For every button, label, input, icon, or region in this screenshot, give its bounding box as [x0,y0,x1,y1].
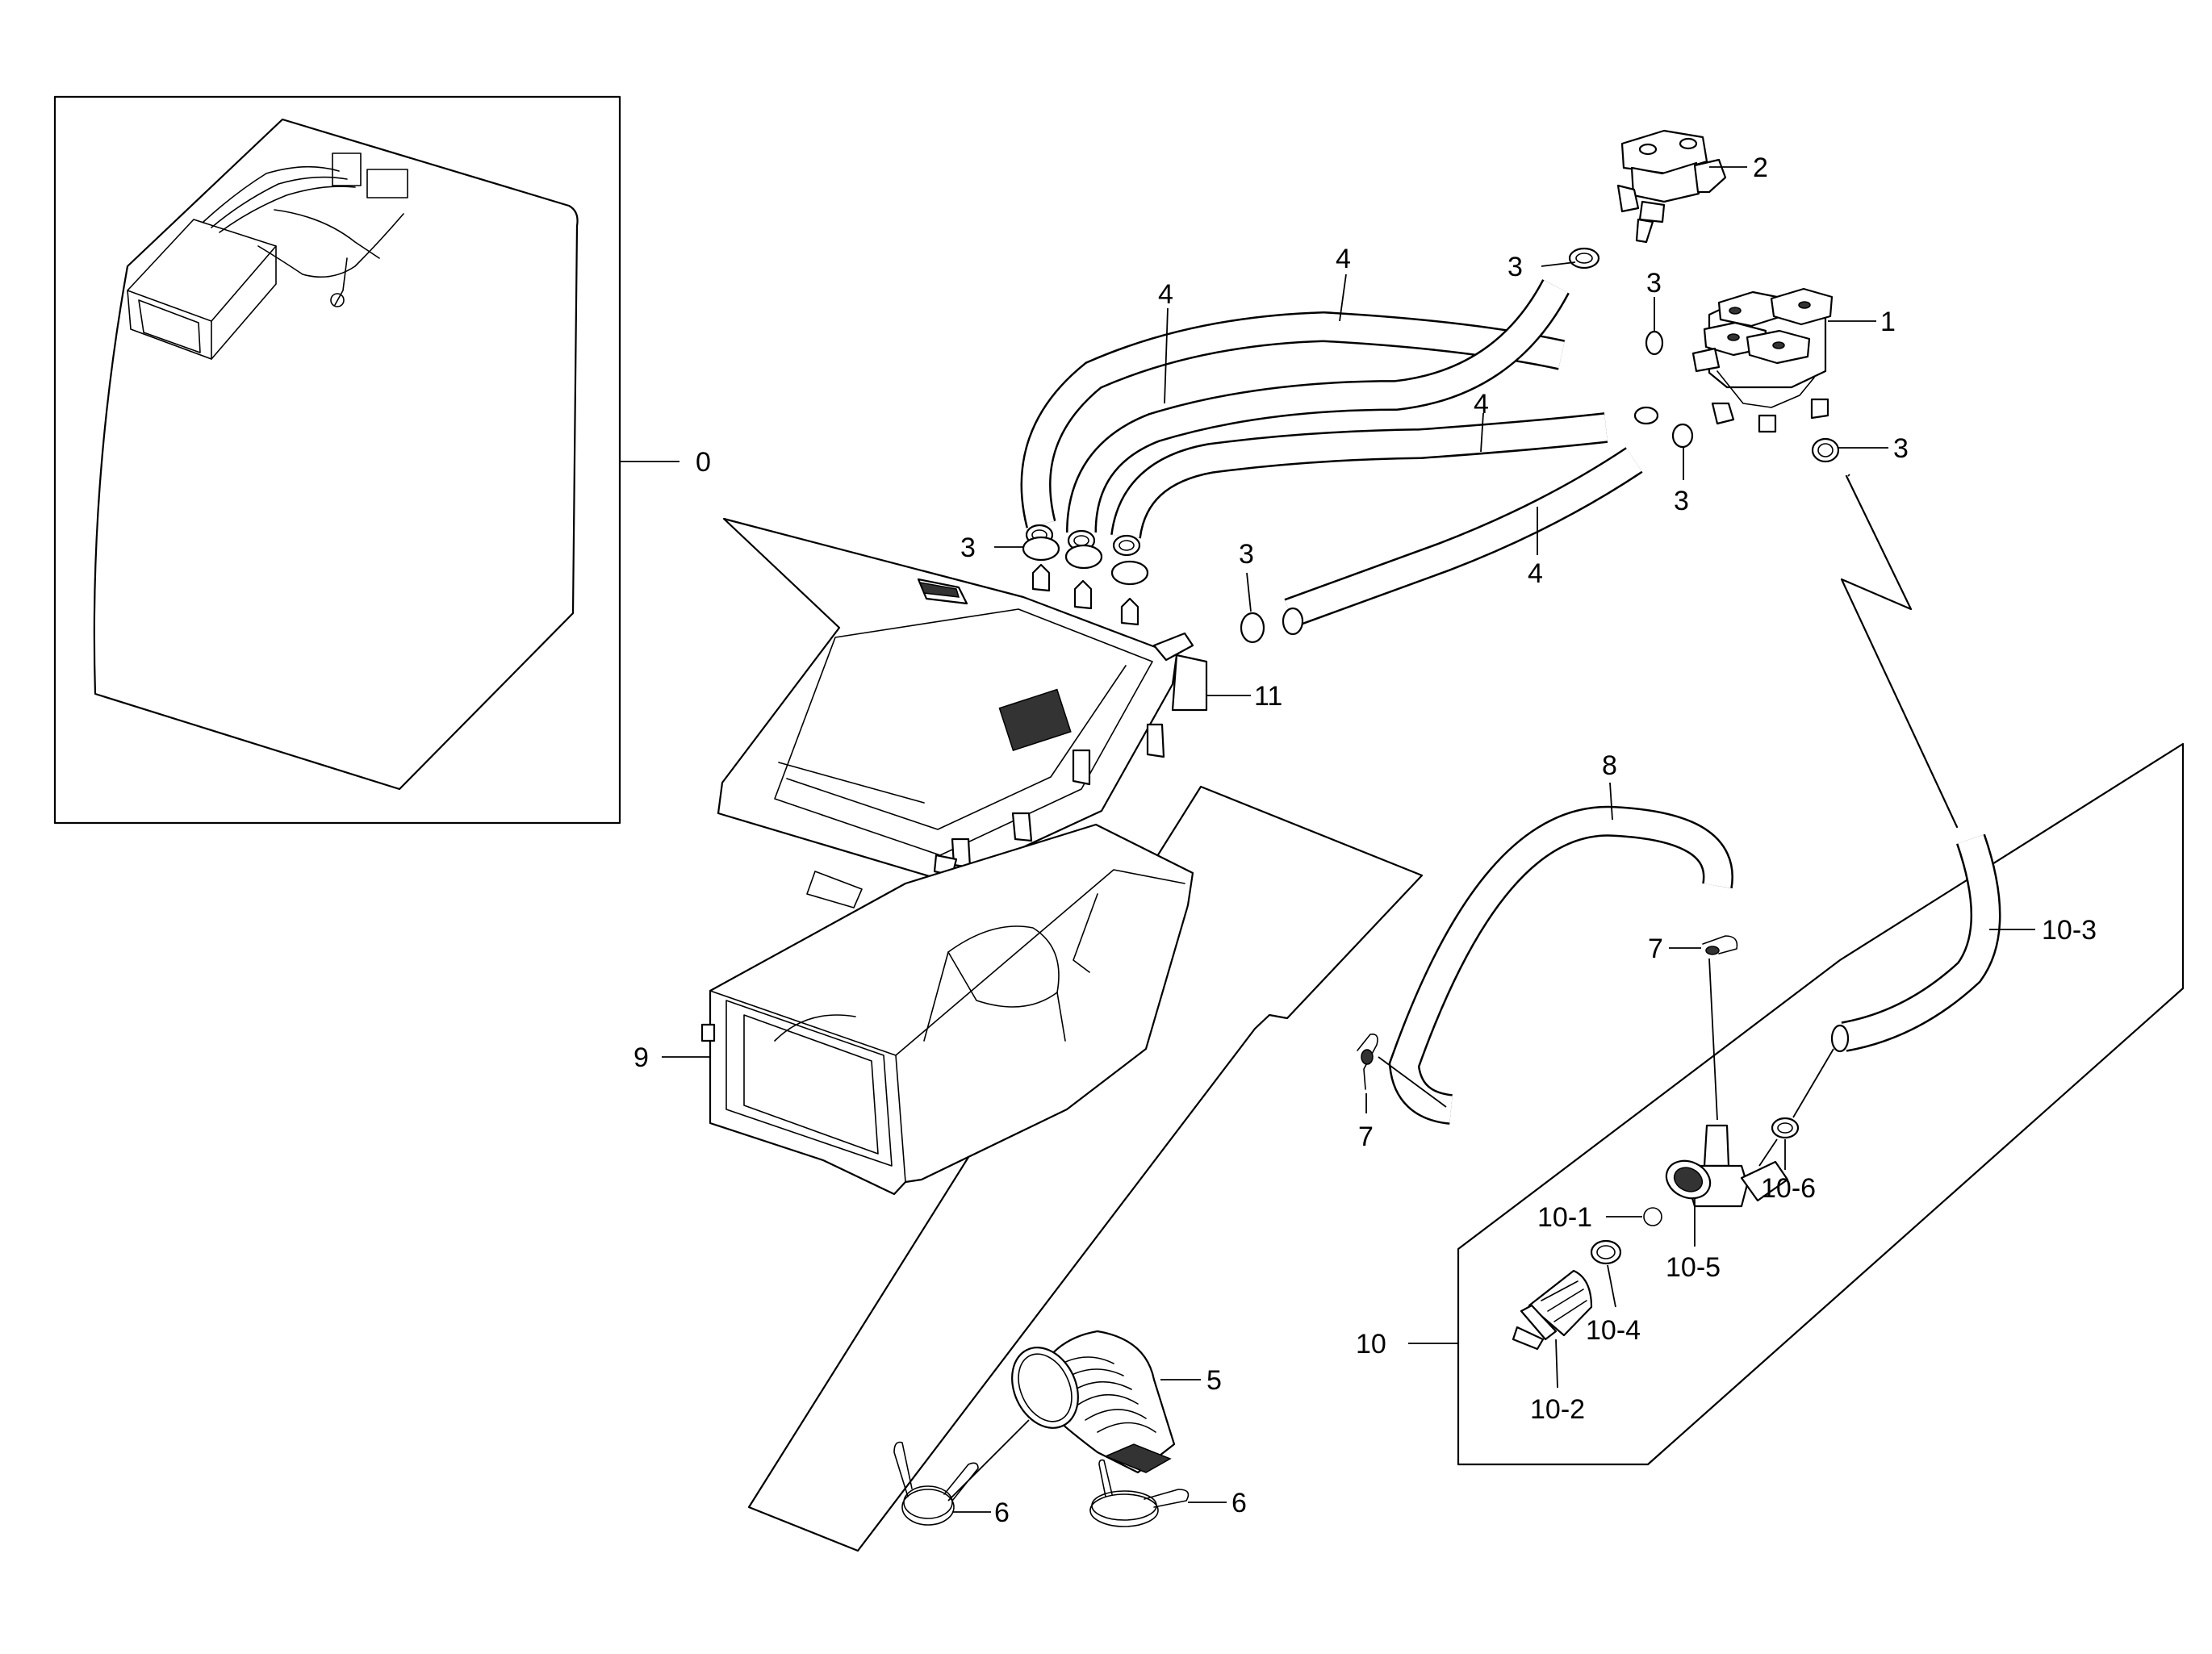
label-10-2: 10-2 [1530,1394,1585,1425]
label-4a: 4 [1336,244,1351,274]
leader-10-2 [1555,1339,1558,1389]
label-6b: 6 [1231,1488,1247,1518]
label-0: 0 [696,447,711,478]
valve-1 [1691,287,1834,433]
leader-valve-link [1847,474,1850,477]
label-7b: 7 [1358,1121,1374,1152]
label-4d: 4 [1528,558,1543,589]
leader-4b [1164,307,1169,404]
label-10-5: 10-5 [1666,1252,1721,1283]
leader-10-4 [1607,1264,1616,1308]
pump-assembly-10 [1512,958,1834,1351]
label-10-1: 10-1 [1537,1202,1592,1233]
valve-2 [1616,129,1727,244]
clamps-3 [1022,247,1840,644]
label-10-4: 10-4 [1586,1315,1641,1346]
leader-4c [1480,412,1484,453]
label-3f: 3 [1239,539,1254,570]
label-9: 9 [633,1042,649,1073]
label-3d: 3 [1893,433,1909,464]
region-boundary-10 [1457,742,2185,1466]
label-3c: 3 [1674,486,1689,516]
region-boundary-5-6 [747,785,1424,1552]
leader-3a [1541,261,1576,267]
leader-clamp-bellows [947,1419,1030,1502]
label-5: 5 [1206,1365,1222,1396]
label-10-3: 10-3 [2042,915,2097,946]
label-3e: 3 [960,533,976,563]
label-7a: 7 [1648,934,1663,964]
hose-8 [1388,805,1733,1125]
label-10-6: 10-6 [1761,1173,1816,1204]
label-8: 8 [1602,750,1617,781]
leader-4a [1339,274,1347,322]
label-4b: 4 [1158,279,1173,310]
bellows-5 [1011,1330,1176,1474]
region-boundary-break [1840,474,1959,829]
label-1: 1 [1880,307,1896,337]
leader-7b-hose [1378,1056,1447,1108]
label-4c: 4 [1474,389,1489,420]
dispenser-drawer-9 [700,823,1194,1196]
hose-10-3 [1830,833,2001,1053]
label-11: 11 [1254,681,1282,712]
assembly-0-inset [53,95,621,825]
leader-8 [1609,782,1613,821]
label-3a: 3 [1507,252,1523,282]
spring-clamps-6 [893,1441,1190,1527]
hose-clamps-7 [1357,935,1738,1090]
leader-3f [1246,572,1252,612]
label-3b: 3 [1646,268,1662,299]
label-6a: 6 [994,1497,1010,1528]
label-2: 2 [1753,152,1768,183]
label-10: 10 [1356,1329,1386,1360]
